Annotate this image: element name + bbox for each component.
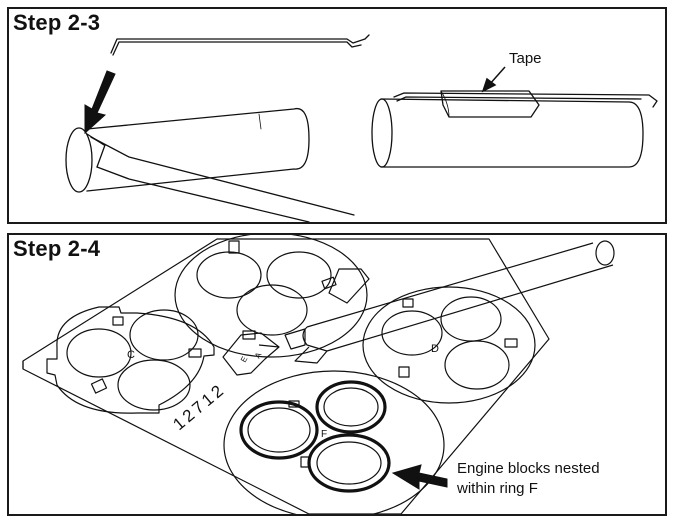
ring-f-letter: F [321,429,327,440]
part-a-letter: A [253,350,264,360]
engine-block-2 [315,380,387,434]
part-e-letter: E [239,355,249,364]
left-tube-end [65,127,93,193]
ring-c-letter: C [127,349,135,361]
parts-sheet [22,238,550,514]
ring-d-letter: D [431,343,439,355]
step-2-3-illustration [65,34,658,222]
step-2-3-title: Step 2-3 [13,10,101,35]
step-2-3-panel: Step 2-3 [7,7,667,224]
tape-strip [440,90,540,118]
wire-rod [110,34,370,54]
step-2-4-title: Step 2-4 [13,236,101,261]
cutting-knife [306,242,614,352]
ring-top [174,235,368,358]
wire-rod-lower [112,41,362,56]
small-part-a [222,332,280,376]
engine-callout-arrow [391,464,448,490]
tape-label: Tape [509,50,542,67]
part-number: 12712 [169,379,229,434]
step-2-4-panel: Step 2-4 [7,233,667,516]
ring-c [46,306,215,414]
engine-block-1 [239,400,319,460]
ring-f [223,370,445,514]
small-part-upper [328,268,370,304]
engine-callout-line1: Engine blocks nested [457,460,600,477]
engine-callout-label: Engine blocks nested within ring F [457,459,657,499]
right-tube [380,98,644,168]
engine-callout-line2: within ring F [457,480,538,497]
insert-arrow [84,70,116,135]
taped-wire [393,92,658,108]
tape-arrow [481,66,506,93]
ring-d [362,286,536,404]
hobby-knife [90,136,355,222]
engine-block-3 [307,433,391,493]
right-tube-end [371,98,393,168]
left-tube [86,107,310,192]
step-2-4-illustration: C D F E A 12712 [22,235,615,514]
